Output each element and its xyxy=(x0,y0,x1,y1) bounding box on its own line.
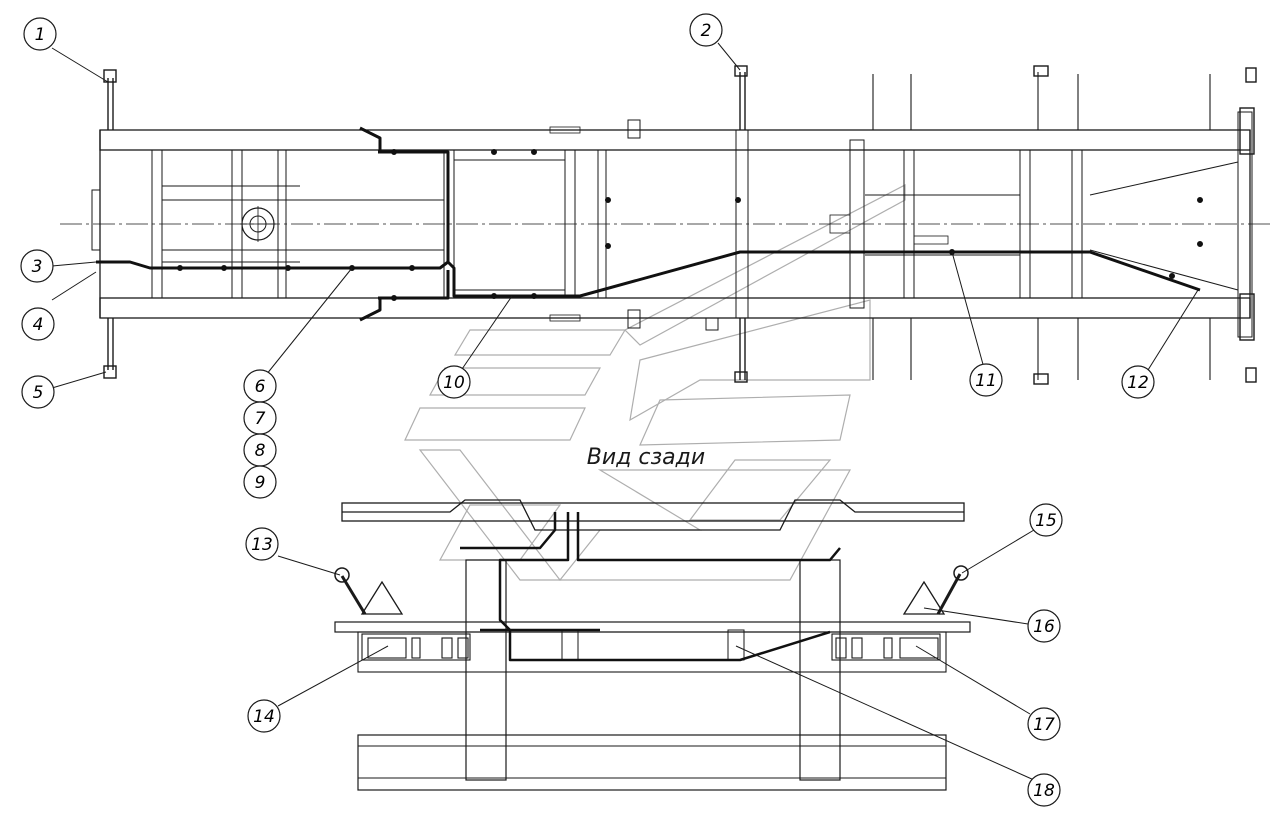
callout-14-label: 14 xyxy=(253,707,275,727)
callout-17-label: 17 xyxy=(1033,715,1055,735)
callout-4-label: 4 xyxy=(33,315,44,335)
callout-4: 4 xyxy=(21,307,55,341)
callout-11-label: 11 xyxy=(975,371,997,391)
callout-12-label: 12 xyxy=(1127,373,1149,393)
callout-10: 10 xyxy=(437,365,471,399)
callout-13-label: 13 xyxy=(251,535,273,555)
callout-2: 2 xyxy=(689,13,723,47)
callout-9-label: 9 xyxy=(255,473,266,493)
callout-13: 13 xyxy=(245,527,279,561)
callout-18-label: 18 xyxy=(1033,781,1055,801)
callout-3-label: 3 xyxy=(32,257,43,277)
callout-7: 7 xyxy=(243,401,277,435)
harness-clips xyxy=(177,149,1203,301)
callout-16-label: 16 xyxy=(1033,617,1055,637)
callout-16: 16 xyxy=(1027,609,1061,643)
chassis-top-view xyxy=(60,111,1270,338)
rear-view xyxy=(334,499,971,791)
lamp-brackets xyxy=(103,65,1257,385)
callout-7-label: 7 xyxy=(255,409,266,429)
callout-6: 6 xyxy=(243,369,277,403)
callout-10-label: 10 xyxy=(443,373,465,393)
callout-14: 14 xyxy=(247,699,281,733)
leader-lines xyxy=(51,42,1199,781)
callout-1: 1 xyxy=(23,17,57,51)
callout-9: 9 xyxy=(243,465,277,499)
callout-bubbles: 1 2 3 4 5 6 7 8 9 10 11 12 13 14 15 16 1… xyxy=(20,13,1155,807)
callout-1-label: 1 xyxy=(35,25,46,45)
callout-12: 12 xyxy=(1121,365,1155,399)
callout-5-label: 5 xyxy=(33,383,44,403)
callout-2-label: 2 xyxy=(701,21,712,41)
callout-3: 3 xyxy=(20,249,54,283)
callout-11: 11 xyxy=(969,363,1003,397)
wiring-harness-rear xyxy=(460,512,841,662)
callout-8: 8 xyxy=(243,433,277,467)
wiring-harness-top xyxy=(96,126,1201,322)
callout-18: 18 xyxy=(1027,773,1061,807)
callout-6-label: 6 xyxy=(255,377,266,397)
callout-8-label: 8 xyxy=(255,441,266,461)
callout-17: 17 xyxy=(1027,707,1061,741)
callout-15: 15 xyxy=(1029,503,1063,537)
callout-15-label: 15 xyxy=(1035,511,1057,531)
view-title: Вид сзади xyxy=(587,445,705,470)
watermark-logo xyxy=(404,184,906,581)
callout-5: 5 xyxy=(21,375,55,409)
